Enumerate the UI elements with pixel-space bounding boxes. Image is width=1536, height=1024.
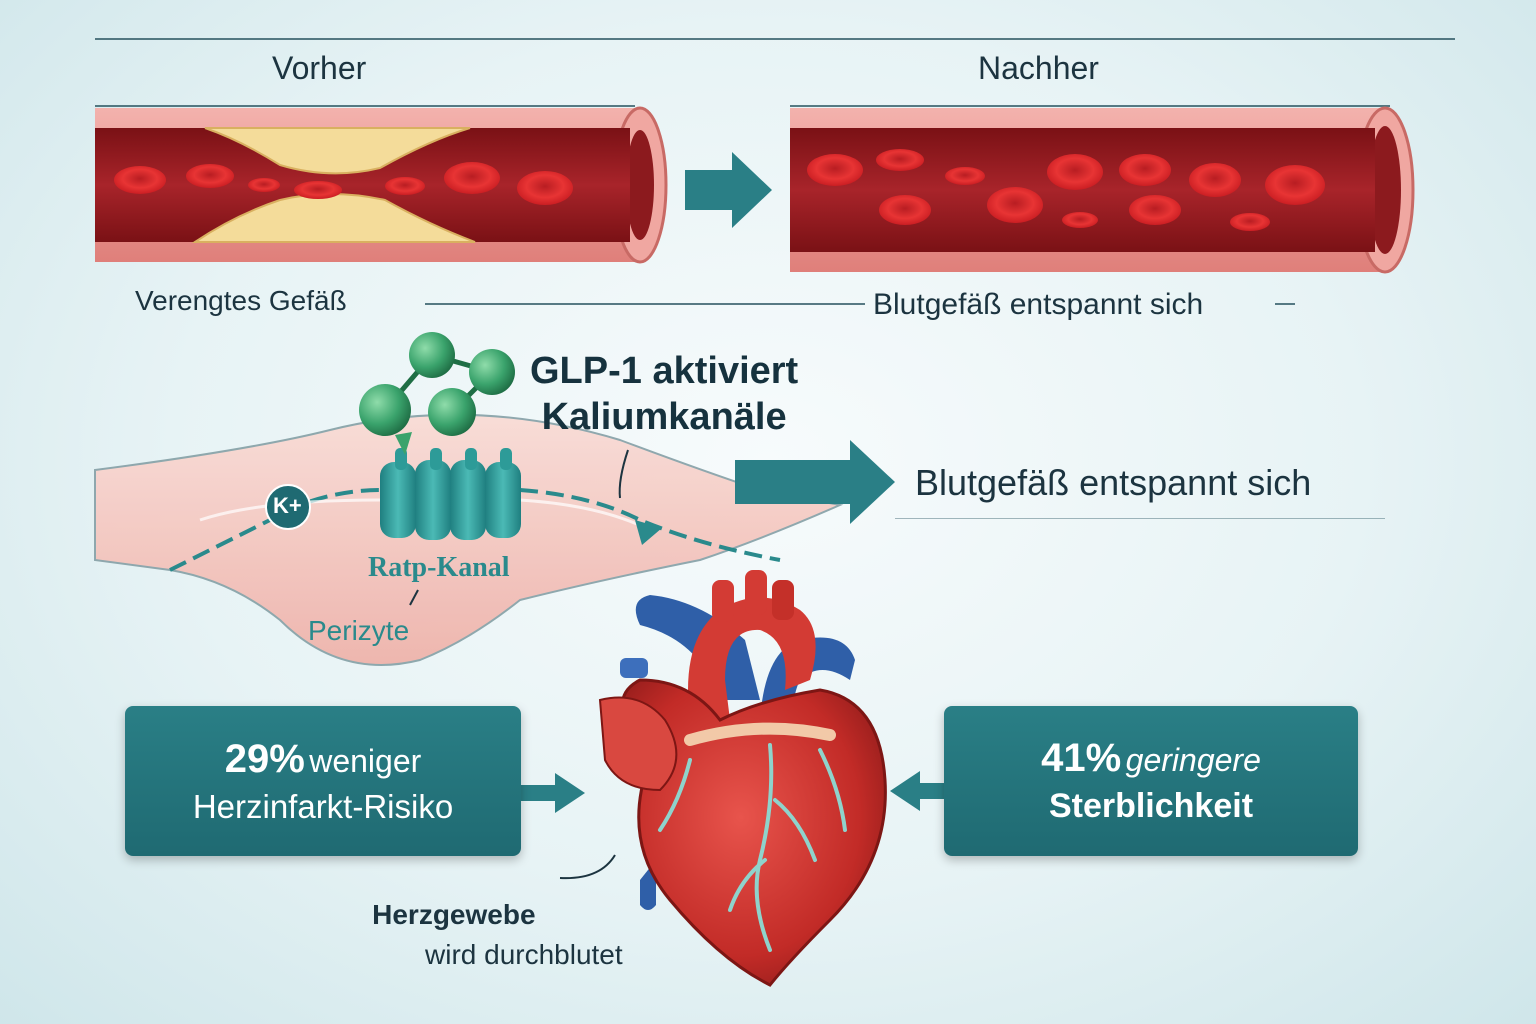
- glp1-molecule-icon: [359, 332, 515, 455]
- left-stat-arrow: [520, 773, 585, 813]
- glp1-pointer: [618, 449, 629, 499]
- narrowed-vessel-caption: Verengtes Gefäß: [135, 285, 347, 316]
- relaxed-vessel: [790, 106, 1415, 274]
- narrowed-vessel: [95, 106, 668, 264]
- heart-tissue-caption: Herzgewebe wird durchblutet: [345, 895, 623, 975]
- katp-channel: [380, 448, 521, 540]
- stat-right-line1-rest: geringere: [1125, 742, 1261, 778]
- stat-left-value: 29%: [224, 736, 305, 781]
- heart-tissue-line1: Herzgewebe: [372, 899, 536, 930]
- channel-label: Ratp-Kanal: [368, 552, 510, 583]
- glp1-heading-line2: Kaliumkanäle: [541, 396, 787, 438]
- glp1-heading: GLP-1 aktiviert Kaliumkanäle: [530, 348, 798, 440]
- left-atrium: [598, 696, 678, 792]
- stat-box-heart-attack: 29% weniger Herzinfarkt-Risiko: [125, 706, 521, 856]
- flow-arrowhead: [635, 520, 662, 545]
- stat-right-line1: 41% geringere: [944, 736, 1358, 781]
- stat-left-line1: 29% weniger: [125, 737, 521, 782]
- potassium-label: K+: [273, 493, 302, 518]
- plaque-top: [204, 127, 471, 175]
- coronary-vessels: [658, 743, 847, 952]
- potassium-ion-icon: [265, 484, 311, 530]
- stat-right-value: 41%: [1041, 736, 1122, 780]
- pericyte-label: Perizyte: [308, 615, 410, 646]
- channel-pointer: [409, 589, 419, 606]
- heart-tissue-pointer: [559, 854, 616, 880]
- relaxed-vessel-caption: Blutgefäß entspannt sich: [873, 288, 1204, 321]
- heart-tissue-line2: wird durchblutet: [425, 939, 623, 970]
- heart-illustration: [598, 570, 887, 987]
- before-heading: Vorher: [272, 50, 367, 86]
- stat-box-mortality: 41% geringere Sterblichkeit: [944, 706, 1358, 856]
- red-blood-cells-after: [807, 149, 1325, 231]
- relax-arrow: [735, 440, 895, 524]
- before-after-arrow: [685, 152, 772, 228]
- stat-right-line2: Sterblichkeit: [1048, 787, 1254, 825]
- after-heading: Nachher: [978, 50, 1099, 86]
- right-stat-arrow: [890, 771, 947, 811]
- stat-left-line1-rest: weniger: [309, 742, 422, 779]
- before-rule: [95, 105, 635, 107]
- stat-left-line2: Herzinfarkt-Risiko: [192, 787, 454, 825]
- mid-rule: [425, 303, 865, 305]
- top-rule: [95, 38, 1455, 40]
- mid-rule-right: [1275, 303, 1295, 305]
- glp1-heading-line1: GLP-1 aktiviert: [530, 350, 799, 392]
- after-rule: [790, 105, 1390, 107]
- relax-rule: [895, 518, 1385, 519]
- red-blood-cells-before: [114, 162, 573, 205]
- relaxed-vessel-label: Blutgefäß entspannt sich: [915, 462, 1312, 503]
- aorta: [688, 597, 816, 720]
